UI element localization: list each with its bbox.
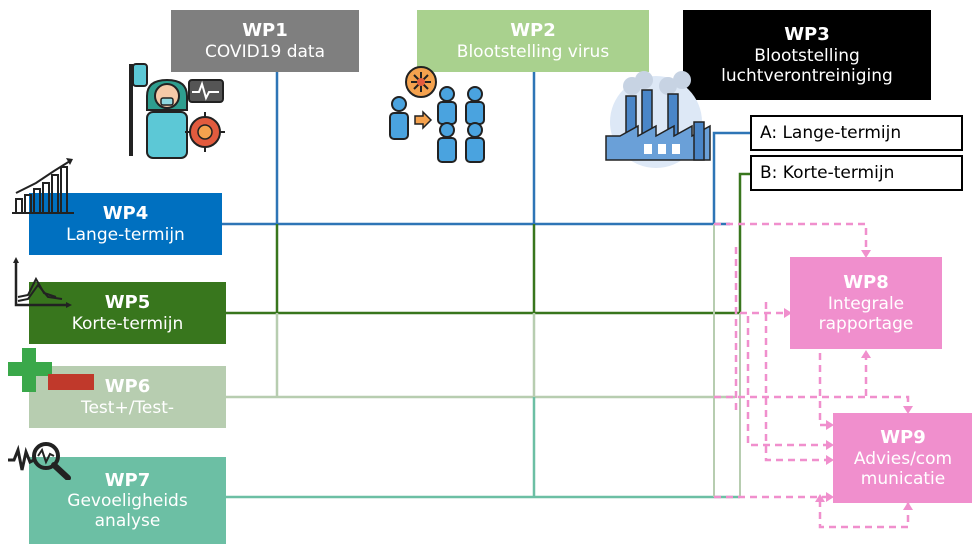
wp8-title: WP8 — [843, 272, 889, 294]
dashed-arrowheads — [784, 250, 913, 510]
peak-chart-icon — [13, 257, 72, 308]
wp9-subtitle-line2: municatie — [860, 468, 946, 489]
subtask-a: A: Lange-termijn — [750, 115, 963, 151]
wp2-subtitle: Blootstelling virus — [456, 41, 610, 62]
wp2-box: WP2 Blootstelling virus — [417, 10, 649, 72]
wp8-subtitle-line1: Integrale — [827, 293, 905, 314]
wp8-subtitle-line2: rapportage — [818, 313, 914, 334]
wp7-subtitle-line2: analyse — [94, 511, 161, 532]
patient-icon — [129, 63, 225, 159]
wp9-title: WP9 — [880, 427, 926, 449]
wp3-subtitle-line1: Blootstelling — [754, 45, 860, 66]
plus-minus-icon — [8, 348, 94, 392]
connector-b — [738, 172, 750, 313]
wp5-title: WP5 — [104, 292, 151, 314]
magnifier-signal-icon — [8, 442, 71, 480]
wp7-subtitle-line1: Gevoeligheids — [67, 491, 188, 512]
virus-exposure-icon — [389, 66, 485, 163]
wp1-box: WP1 COVID19 data — [171, 10, 359, 72]
wp7-title: WP7 — [104, 469, 151, 491]
wp2-title: WP2 — [510, 20, 556, 42]
wp6-subtitle: Test+/Test- — [80, 397, 175, 418]
wp9-subtitle-line1: Advies/com — [853, 448, 953, 469]
subtask-b: B: Korte-termijn — [750, 155, 963, 191]
wp4-title: WP4 — [102, 203, 149, 225]
factory-icon — [605, 71, 711, 168]
wp3-subtitle-line2: luchtverontreiniging — [721, 65, 893, 86]
wp3-box: WP3 Blootstelling luchtverontreiniging — [683, 10, 931, 100]
wp8-box: WP8 Integrale rapportage — [790, 257, 942, 349]
wp6-title: WP6 — [104, 376, 151, 398]
wp3-title: WP3 — [784, 24, 830, 46]
dashed-feedback-lines — [714, 222, 910, 529]
wp5-box: WP5 Korte-termijn — [29, 282, 226, 344]
wp6-box: WP6 Test+/Test- — [29, 366, 226, 428]
wp5-subtitle: Korte-termijn — [71, 313, 184, 334]
wp1-title: WP1 — [242, 20, 288, 42]
wp4-subtitle: Lange-termijn — [66, 224, 185, 245]
connector-a — [712, 131, 750, 224]
wp1-subtitle: COVID19 data — [204, 41, 325, 62]
bar-chart-icon — [12, 158, 74, 214]
wp9-box: WP9 Advies/com municatie — [833, 413, 972, 503]
